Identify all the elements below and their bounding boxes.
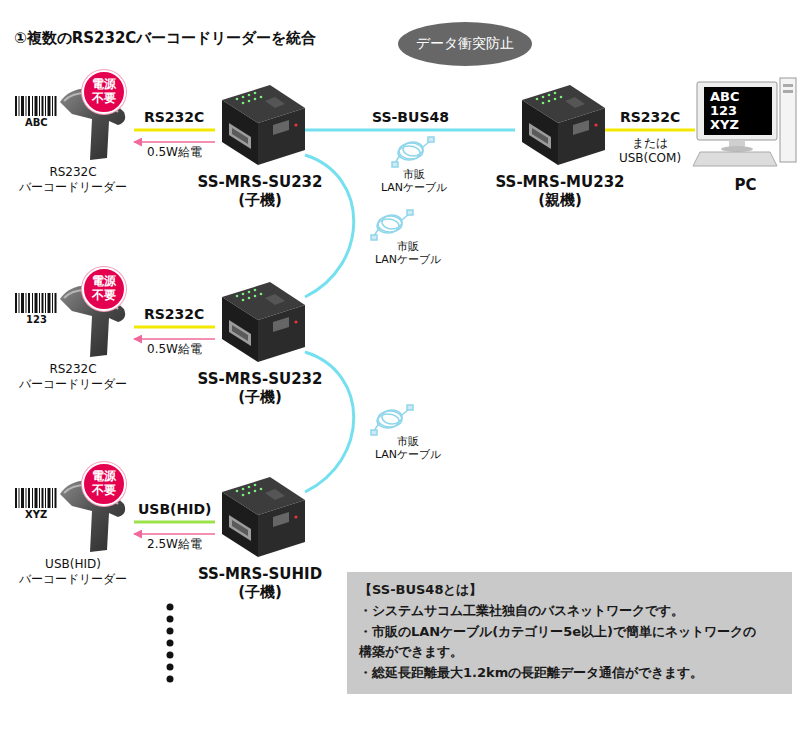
edge-label: 0.5W給電 (147, 145, 202, 159)
unit-caption: SS-MRS-SUHID (180, 565, 340, 583)
screen-text: ABC 123 XYZ (710, 90, 752, 132)
free-label: 市販 LANケーブル (376, 168, 452, 194)
pc-caption: PC (695, 176, 796, 194)
callout-ellipse: データ衝突防止 (398, 22, 532, 66)
unit-caption: (子機) (180, 191, 340, 209)
connector (134, 338, 215, 340)
converter-figure (222, 85, 305, 165)
edge-label: RS232C (620, 109, 680, 126)
continuation-dots (167, 604, 174, 683)
unit-caption: SS-MRS-SU232 (180, 370, 340, 388)
free-label: 市販 LANケーブル (370, 240, 446, 266)
converter-unit: SS-MRS-SUHID(子機) (215, 477, 305, 557)
pc-figure (693, 78, 796, 166)
edge-label: SS-BUS48 (372, 109, 449, 126)
ellipse-text: データ衝突防止 (416, 35, 514, 53)
note-bullet: ・市販のLANケーブル(カテゴリー5e以上)で簡単にネットワークの 構築ができま… (359, 622, 780, 664)
converter-figure (222, 282, 305, 362)
note-bullet: ・システムサコム工業社独自のバスネットワークです。 (359, 601, 780, 622)
cable-icon (371, 210, 413, 240)
connector (134, 129, 215, 132)
pc-screen: ABC 123 XYZ (704, 87, 772, 135)
ellipse-shape (398, 22, 532, 66)
diagram-title: ①複数のRS232Cバーコードリーダーを統合 (14, 29, 316, 48)
reader-caption: RS232C バーコードリーダー (12, 165, 134, 195)
node-caption: RS232C バーコードリーダー (12, 165, 134, 195)
badge-text: 電源 不要 (89, 275, 119, 303)
converter-unit: SS-MRS-SU232(子機) (215, 85, 305, 165)
cable-icon (392, 137, 434, 167)
edge-label: USB(HID) (138, 501, 211, 518)
connector (605, 129, 695, 132)
edge-label: 0.5W給電 (147, 342, 202, 356)
node-caption: PC (695, 176, 796, 194)
connector (134, 533, 215, 535)
node-caption: SS-MRS-SU232(子機) (180, 173, 340, 209)
unit-caption: SS-MRS-MU232 (480, 173, 640, 191)
free-label: ABC (25, 117, 48, 128)
unit-caption: (子機) (180, 388, 340, 406)
converter-unit: SS-MRS-MU232(親機) (515, 85, 605, 165)
node-caption: USB(HID) バーコードリーダー (12, 557, 134, 587)
unit-caption: (親機) (480, 191, 640, 209)
barcode-reader: RS232C バーコードリーダー電源 不要 (12, 70, 134, 162)
node-caption: RS232C バーコードリーダー (12, 362, 134, 392)
converter-figure (522, 85, 605, 165)
free-label: 123 (26, 314, 47, 325)
barcode-reader: USB(HID) バーコードリーダー電源 不要 (12, 462, 134, 554)
power-badge: 電源 不要 (82, 462, 126, 506)
connector (134, 141, 215, 143)
converter-unit: SS-MRS-SU232(子機) (215, 282, 305, 362)
note-bullet: ・総延長距離最大1.2kmの長距離データ通信ができます。 (359, 663, 780, 684)
badge-text: 電源 不要 (89, 470, 119, 498)
connector (134, 521, 215, 524)
unit-caption: (子機) (180, 583, 340, 601)
host-pc: PCABC 123 XYZ (695, 78, 796, 168)
edge-label: RS232C (144, 109, 204, 126)
note-panel: 【SS-BUS48とは】・システムサコム工業社独自のバスネットワークです。・市販… (347, 572, 792, 694)
free-label: または USB(COM) (613, 136, 687, 166)
edge-label: 2.5W給電 (147, 537, 202, 551)
power-badge: 電源 不要 (82, 267, 126, 311)
reader-caption: USB(HID) バーコードリーダー (12, 557, 134, 587)
edge-label: RS232C (144, 306, 204, 323)
cable-icon (371, 405, 413, 435)
reader-caption: RS232C バーコードリーダー (12, 362, 134, 392)
node-caption: SS-MRS-MU232(親機) (480, 173, 640, 209)
connector (305, 129, 515, 132)
connector (134, 326, 215, 329)
node-caption: SS-MRS-SU232(子機) (180, 370, 340, 406)
unit-caption: SS-MRS-SU232 (180, 173, 340, 191)
free-label: 市販 LANケーブル (370, 435, 446, 461)
converter-figure (222, 477, 305, 557)
power-badge: 電源 不要 (82, 70, 126, 114)
free-label: XYZ (25, 509, 47, 520)
note-heading: 【SS-BUS48とは】 (359, 580, 780, 601)
badge-text: 電源 不要 (89, 78, 119, 106)
barcode-reader: RS232C バーコードリーダー電源 不要 (12, 267, 134, 359)
node-caption: SS-MRS-SUHID(子機) (180, 565, 340, 601)
